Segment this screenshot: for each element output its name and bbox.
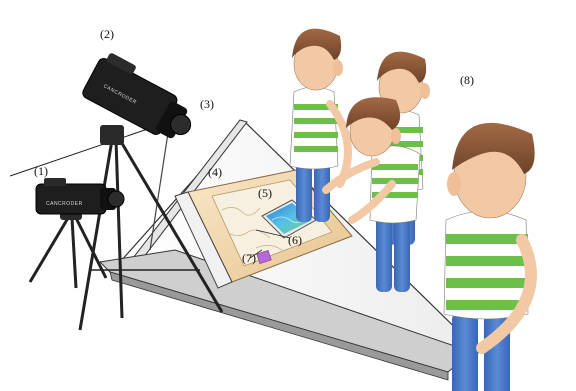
- label-board: (4): [208, 165, 222, 179]
- video-camera-icon: CANCRODER: [81, 49, 204, 147]
- child-figure-icon: [444, 123, 535, 391]
- label-marker: (7): [242, 251, 256, 265]
- label-tangible: (6): [288, 233, 302, 247]
- video-camera-icon: CANCRODER: [36, 178, 124, 214]
- label-users: (8): [460, 73, 474, 87]
- label-camera-1: (1): [34, 164, 48, 178]
- label-tablet: (5): [258, 186, 272, 200]
- label-camera-2: (2): [100, 27, 114, 41]
- label-mirror: (3): [200, 97, 214, 111]
- camera-brand-label: CANCRODER: [46, 201, 83, 207]
- child-figure-icon: [290, 29, 348, 222]
